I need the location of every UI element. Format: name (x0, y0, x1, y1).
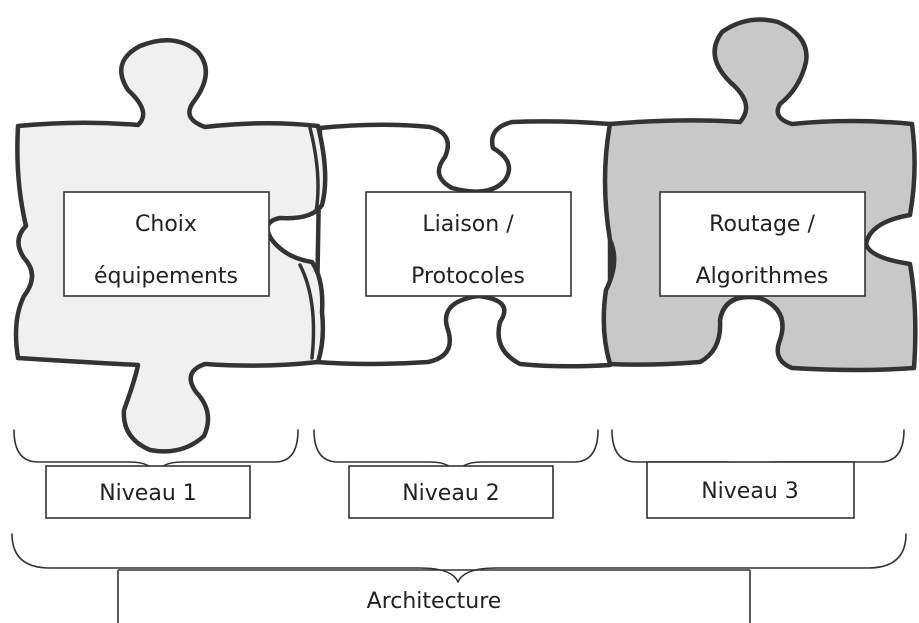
piece-2-label-box: Liaison / Protocoles (365, 191, 572, 297)
piece-1-label-box: Choix équipements (63, 191, 270, 297)
level-1-label: Niveau 1 (99, 481, 197, 506)
level-3-label: Niveau 3 (701, 479, 799, 504)
piece-1-label-line1: Choix (135, 212, 197, 237)
piece-2-label-line2: Protocoles (411, 264, 525, 289)
piece-3-label-line1: Routage / (709, 212, 815, 237)
level-3-box: Niveau 3 (646, 461, 855, 519)
piece-1-edge-top (308, 126, 320, 214)
piece-1-label-line2: équipements (94, 264, 238, 289)
piece-1-edge-bottom (298, 263, 316, 360)
architecture-label: Architecture (367, 589, 502, 614)
level-2-box: Niveau 2 (348, 465, 554, 519)
level-1-box: Niveau 1 (45, 465, 251, 519)
architecture-box: Architecture (117, 569, 751, 623)
piece-2-label-line1: Liaison / (422, 212, 514, 237)
level-2-label: Niveau 2 (402, 481, 500, 506)
architecture-brace (11, 533, 907, 583)
piece-3-label-line2: Algorithmes (696, 264, 829, 289)
piece-3-label-box: Routage / Algorithmes (659, 191, 866, 297)
